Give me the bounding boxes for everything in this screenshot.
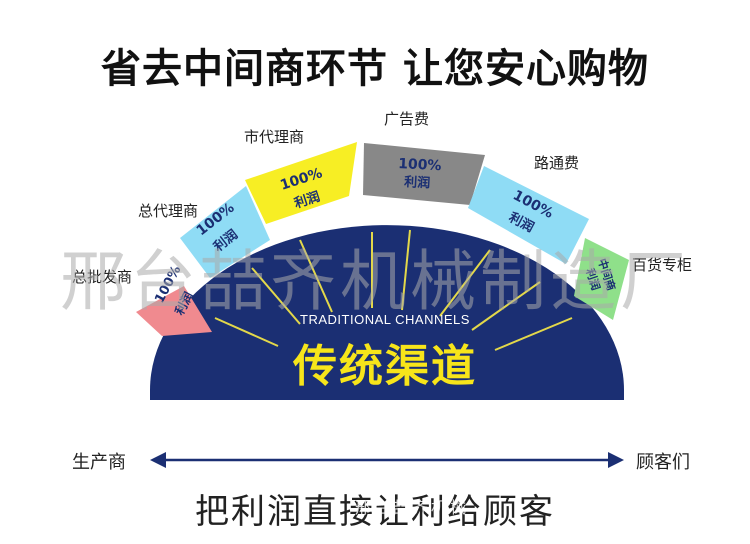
- axis-left-label: 生产商: [72, 452, 126, 473]
- segment-1-label: 总批发商: [72, 268, 133, 286]
- segment-3-profit: 利润: [292, 189, 322, 212]
- segment-6-label: 百货专柜: [632, 256, 693, 274]
- footer-text: 把利润直接让利给顾客: [195, 492, 555, 532]
- rays: [214, 229, 573, 351]
- segment-2-bar: [180, 186, 270, 278]
- page-title: 省去中间商环节 让您安心购物: [101, 46, 649, 92]
- segment-4-label: 广告费: [384, 110, 430, 128]
- segment-4-profit: 利润: [404, 174, 431, 191]
- footer-watermark: 邢台喆齐机械: [355, 498, 470, 517]
- axis-right-label: 顾客们: [636, 452, 690, 473]
- segment-1-bar: [136, 286, 212, 336]
- watermark-text: 邢台喆齐机械制造厂: [60, 243, 690, 320]
- segment-6-profit: 利润: [583, 267, 603, 292]
- segment-5-label: 路通费: [534, 154, 580, 172]
- segment-5-bar: [468, 166, 589, 264]
- segment-2-label: 总代理商: [138, 202, 199, 220]
- double-arrow: [150, 452, 624, 468]
- segment-6-bar: [574, 238, 629, 320]
- segment-4-percent: 100%: [398, 156, 442, 174]
- segment-3-bar: [245, 142, 357, 224]
- channels-chinese: 传统渠道: [293, 341, 477, 392]
- segment-4-bar: [363, 143, 485, 205]
- channels-english: TRADITIONAL CHANNELS: [300, 312, 470, 327]
- segment-3-label: 市代理商: [244, 128, 305, 146]
- dome: [150, 225, 624, 400]
